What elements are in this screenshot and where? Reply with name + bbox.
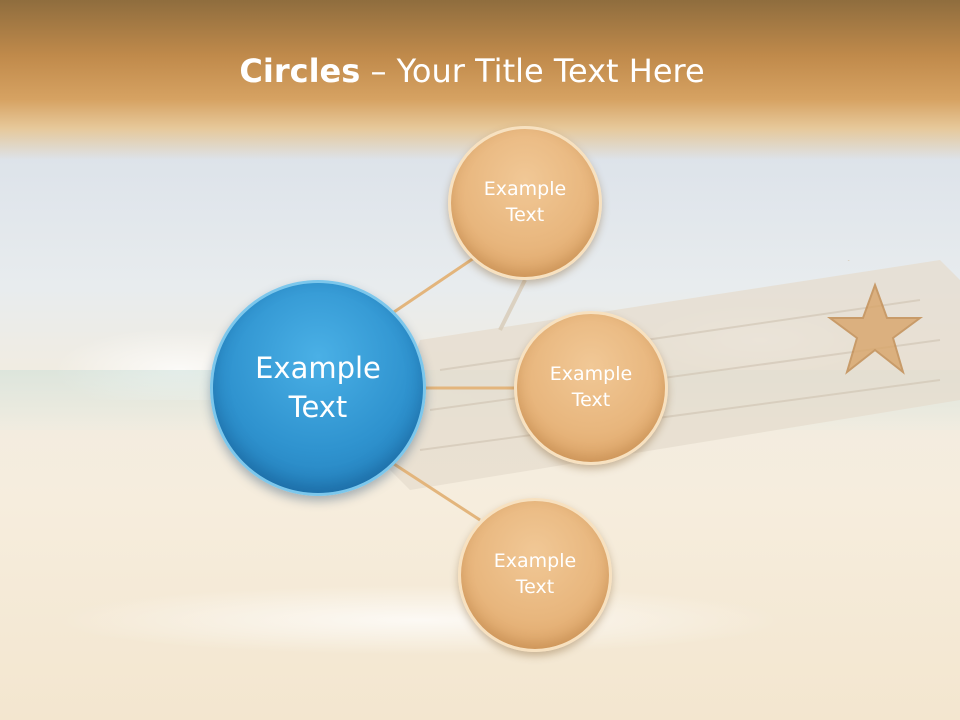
rope-icon <box>498 260 850 331</box>
page-title: Circles – Your Title Text Here <box>0 52 944 90</box>
title-bold: Circles <box>239 52 361 90</box>
satellite-circle-bottom[interactable]: Example Text <box>458 498 612 652</box>
satellite-label-bottom: Example Text <box>493 550 577 598</box>
satellite-label-middle: Example Text <box>549 363 633 411</box>
connector-bottom <box>393 462 481 522</box>
header-band <box>0 0 960 160</box>
center-circle-label: Example Text <box>255 350 381 424</box>
satellite-circle-middle[interactable]: Example Text <box>514 311 668 465</box>
title-rest: – Your Title Text Here <box>360 52 705 90</box>
center-circle[interactable]: Example Text <box>210 280 426 496</box>
satellite-circle-top[interactable]: Example Text <box>448 126 602 280</box>
starfish-icon <box>826 282 924 375</box>
connector-top <box>393 256 475 314</box>
driftwood-sign <box>380 260 960 490</box>
satellite-label-top: Example Text <box>483 178 567 226</box>
